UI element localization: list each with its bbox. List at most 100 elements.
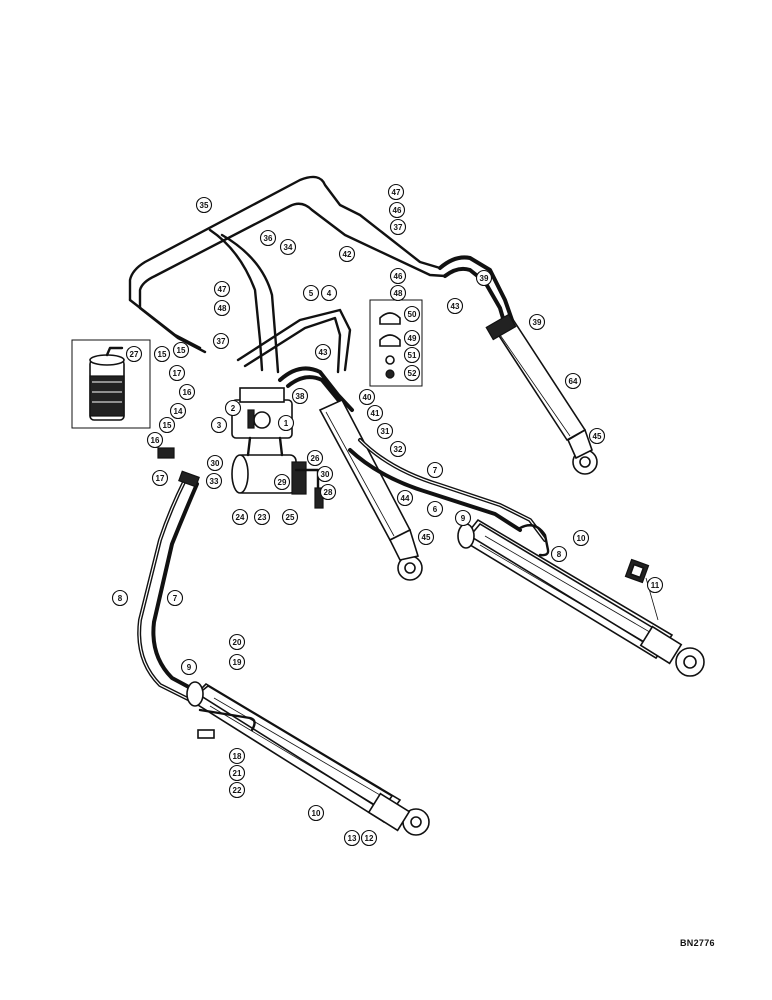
callout-number: 43 xyxy=(319,348,328,357)
callout-number: 10 xyxy=(312,809,321,818)
callout-number: 45 xyxy=(422,533,431,542)
callout-47: 47 xyxy=(387,183,405,201)
callout-48: 48 xyxy=(213,299,231,317)
valve-assembly xyxy=(231,387,324,509)
bottom-cylinder xyxy=(186,681,430,836)
upper-tube-lines xyxy=(128,175,447,374)
callout-17: 17 xyxy=(151,469,169,487)
callout-15: 15 xyxy=(158,416,176,434)
callout-43: 43 xyxy=(446,297,464,315)
callout-number: 44 xyxy=(401,494,410,503)
clamp-inset xyxy=(369,299,423,387)
center-cylinder xyxy=(278,366,423,581)
callout-1: 1 xyxy=(277,414,295,432)
callout-number: 26 xyxy=(311,454,320,463)
callout-49: 49 xyxy=(403,329,421,347)
callout-11: 11 xyxy=(646,576,664,594)
callout-number: 30 xyxy=(321,470,330,479)
callout-number: 33 xyxy=(210,477,219,486)
callout-51: 51 xyxy=(403,346,421,364)
callout-number: 39 xyxy=(533,318,542,327)
callout-29: 29 xyxy=(273,473,291,491)
callout-number: 48 xyxy=(394,289,403,298)
callout-number: 34 xyxy=(284,243,293,252)
callout-number: 46 xyxy=(394,272,403,281)
callout-48: 48 xyxy=(389,284,407,302)
callout-number: 2 xyxy=(231,404,236,413)
callout-number: 42 xyxy=(343,250,352,259)
callout-47: 47 xyxy=(213,280,231,298)
callout-46: 46 xyxy=(388,201,406,219)
callout-number: 30 xyxy=(211,459,220,468)
callout-number: 6 xyxy=(433,505,438,514)
callout-number: 41 xyxy=(371,409,380,418)
callout-45: 45 xyxy=(588,427,606,445)
callout-number: 15 xyxy=(158,350,167,359)
callout-20: 20 xyxy=(228,633,246,651)
drawing-code: BN2776 xyxy=(680,938,715,948)
callout-31: 31 xyxy=(376,422,394,440)
right-cylinder xyxy=(457,518,705,677)
callout-25: 25 xyxy=(281,508,299,526)
callout-39: 39 xyxy=(528,313,546,331)
callout-24: 24 xyxy=(231,508,249,526)
callout-number: 3 xyxy=(217,421,222,430)
callout-number: 21 xyxy=(233,769,242,778)
callout-9: 9 xyxy=(454,509,472,527)
callout-number: 17 xyxy=(156,474,165,483)
callout-15: 15 xyxy=(172,341,190,359)
callout-32: 32 xyxy=(389,440,407,458)
callout-number: 22 xyxy=(233,786,242,795)
callout-number: 48 xyxy=(218,304,227,313)
callout-37: 37 xyxy=(212,332,230,350)
callout-45: 45 xyxy=(417,528,435,546)
left-hoses xyxy=(137,447,200,702)
callout-number: 16 xyxy=(151,436,160,445)
callout-number: 9 xyxy=(187,663,192,672)
callout-number: 37 xyxy=(394,223,403,232)
callout-number: 19 xyxy=(233,658,242,667)
callout-37: 37 xyxy=(389,218,407,236)
callout-30: 30 xyxy=(206,454,224,472)
callout-10: 10 xyxy=(572,529,590,547)
callout-number: 8 xyxy=(557,550,562,559)
callout-28: 28 xyxy=(319,483,337,501)
fitting-detail xyxy=(624,558,659,621)
callout-number: 11 xyxy=(651,581,660,590)
callout-26: 26 xyxy=(306,449,324,467)
callout-16: 16 xyxy=(178,383,196,401)
callout-7: 7 xyxy=(166,589,184,607)
callout-number: 37 xyxy=(217,337,226,346)
callout-number: 10 xyxy=(577,534,586,543)
callout-number: 29 xyxy=(278,478,287,487)
callout-number: 23 xyxy=(258,513,267,522)
callout-12: 12 xyxy=(360,829,378,847)
callout-number: 43 xyxy=(451,302,460,311)
callout-52: 52 xyxy=(403,364,421,382)
callout-27: 27 xyxy=(125,345,143,363)
callout-number: 8 xyxy=(118,594,123,603)
callout-number: 51 xyxy=(408,351,417,360)
callout-38: 38 xyxy=(291,387,309,405)
callout-number: 18 xyxy=(233,752,242,761)
callout-number: 39 xyxy=(480,274,489,283)
callout-21: 21 xyxy=(228,764,246,782)
callout-9: 9 xyxy=(180,658,198,676)
callout-number: 49 xyxy=(408,334,417,343)
callout-number: 31 xyxy=(381,427,390,436)
callout-number: 7 xyxy=(433,466,438,475)
upper-right-cylinder xyxy=(438,255,598,475)
callout-8: 8 xyxy=(111,589,129,607)
callout-number: 15 xyxy=(163,421,172,430)
callout-number: 47 xyxy=(218,285,227,294)
callout-41: 41 xyxy=(366,404,384,422)
callout-number: 28 xyxy=(324,488,333,497)
callout-19: 19 xyxy=(228,653,246,671)
callout-17: 17 xyxy=(168,364,186,382)
callout-number: 4 xyxy=(327,289,332,298)
callout-35: 35 xyxy=(195,196,213,214)
callout-number: 36 xyxy=(264,234,273,243)
callout-36: 36 xyxy=(259,229,277,247)
